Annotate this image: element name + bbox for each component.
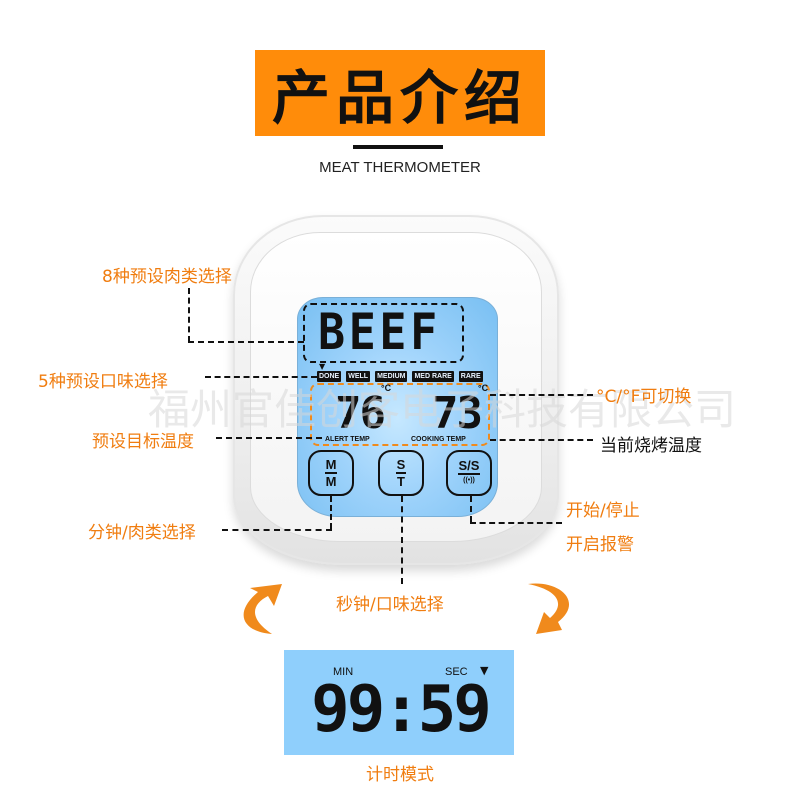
- alert-temp-label: ALERT TEMP: [325, 436, 370, 443]
- alarm-icon: ((•)): [463, 477, 475, 484]
- meat-display-highlight: [303, 303, 464, 363]
- timer-digits: 99:59: [311, 673, 492, 747]
- leader-unit-switch: [490, 394, 593, 396]
- doneness-medium: MEDIUM: [375, 371, 408, 382]
- doneness-done: DONE: [317, 371, 342, 382]
- timer-sec-label: SEC: [445, 666, 468, 678]
- leader-taste: [205, 376, 317, 378]
- callout-start-stop: 开始/停止: [566, 501, 640, 521]
- leader-start-stop-vertical: [470, 496, 472, 522]
- leader-target-temp: [216, 437, 322, 439]
- start-stop-button-top: S/S: [457, 458, 481, 475]
- lcd-screen: [297, 297, 498, 517]
- timer-min-label: MIN: [333, 666, 354, 678]
- page-subtitle: MEAT THERMOMETER: [319, 159, 481, 176]
- title-divider: [353, 145, 443, 149]
- timer-indicator-icon: ▼: [480, 664, 489, 677]
- callout-min-meat: 分钟/肉类选择: [88, 523, 196, 543]
- min-meat-button[interactable]: M M: [308, 450, 354, 496]
- sec-taste-button-bottom: T: [397, 473, 405, 489]
- min-meat-button-top: M: [324, 456, 338, 474]
- doneness-levels: DONE WELL MEDIUM MED RARE RARE: [317, 371, 483, 382]
- callout-taste-select: 5种预设口味选择: [38, 372, 168, 392]
- sec-taste-button[interactable]: S T: [378, 450, 424, 496]
- doneness-pointer-icon: ▼: [319, 362, 326, 371]
- timer-caption: 计时模式: [366, 765, 434, 785]
- leader-current-temp: [490, 439, 593, 441]
- start-stop-button[interactable]: S/S ((•)): [446, 450, 492, 496]
- cooking-temp-label: COOKING TEMP: [411, 436, 466, 443]
- min-meat-button-bottom: M: [325, 473, 337, 489]
- title-banner: 产品介绍: [255, 50, 545, 136]
- leader-meat-vertical: [188, 288, 190, 342]
- doneness-well: WELL: [346, 371, 371, 382]
- cooking-temp-unit: °C: [478, 383, 489, 393]
- doneness-rare: RARE: [458, 371, 483, 382]
- leader-min-meat-horizontal: [222, 529, 332, 531]
- alert-temp-value: 76: [335, 388, 386, 439]
- callout-unit-switch: °C/°F可切换: [596, 387, 692, 407]
- temperature-highlight: [310, 383, 490, 446]
- alert-temp-unit: °C: [381, 383, 392, 393]
- cooking-temp-value: 73: [432, 388, 483, 439]
- curved-arrow-right-icon: [528, 583, 570, 634]
- leader-meat-horizontal: [188, 341, 304, 343]
- leader-start-stop-horizontal: [470, 522, 562, 524]
- callout-target-temp: 预设目标温度: [92, 432, 194, 452]
- callout-current-temp: 当前烧烤温度: [600, 436, 702, 456]
- callout-sec-taste: 秒钟/口味选择: [336, 595, 444, 615]
- curved-arrow-left-icon: [243, 584, 282, 634]
- doneness-med-rare: MED RARE: [412, 371, 454, 382]
- callout-meat-select: 8种预设肉类选择: [102, 267, 232, 287]
- meat-display: BEEF: [318, 303, 441, 361]
- leader-min-meat-vertical: [330, 496, 332, 529]
- sec-taste-button-top: S: [395, 456, 407, 474]
- page-title: 产品介绍: [271, 64, 528, 132]
- timer-lcd: [284, 650, 514, 755]
- leader-sec-taste: [401, 496, 403, 584]
- callout-alarm: 开启报警: [566, 535, 634, 555]
